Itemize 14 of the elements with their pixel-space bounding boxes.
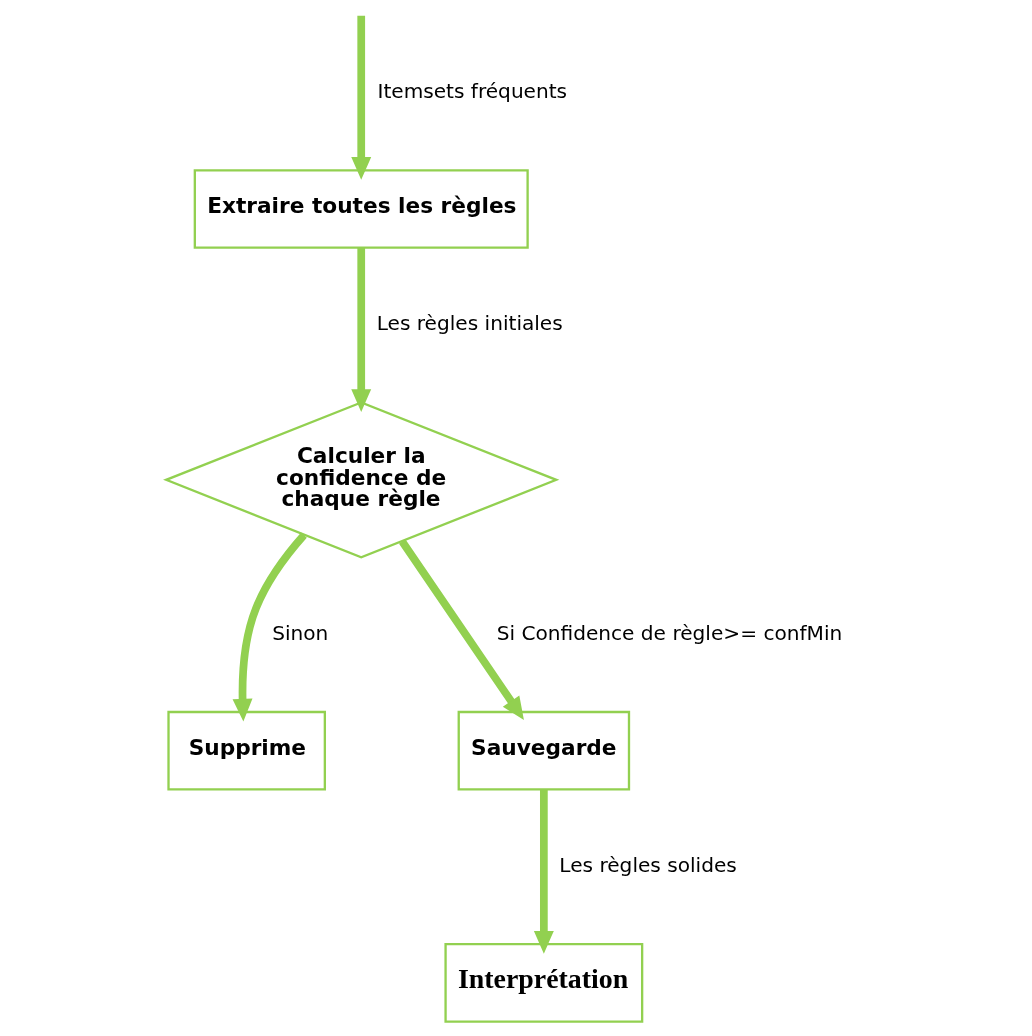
- arrow: [399, 539, 524, 720]
- edge-label: Si Confidence de règle>= confMin: [496, 620, 843, 645]
- node-box: Interprétation: [444, 943, 644, 1023]
- edge-label: Itemsets fréquents: [377, 79, 568, 104]
- node-box: Extraire toutes les règles: [193, 169, 529, 249]
- edge-label: Sinon: [272, 620, 329, 645]
- node-diamond: Calculer la confidence de chaque règle: [163, 401, 560, 559]
- edge-label: Les règles solides: [559, 853, 737, 878]
- arrow: [533, 789, 554, 954]
- node-box: Supprime: [167, 710, 326, 791]
- arrow: [351, 247, 372, 412]
- arrow: [232, 532, 307, 722]
- node-box: Sauvegarde: [457, 710, 631, 791]
- edge-label: Les règles initiales: [376, 311, 563, 336]
